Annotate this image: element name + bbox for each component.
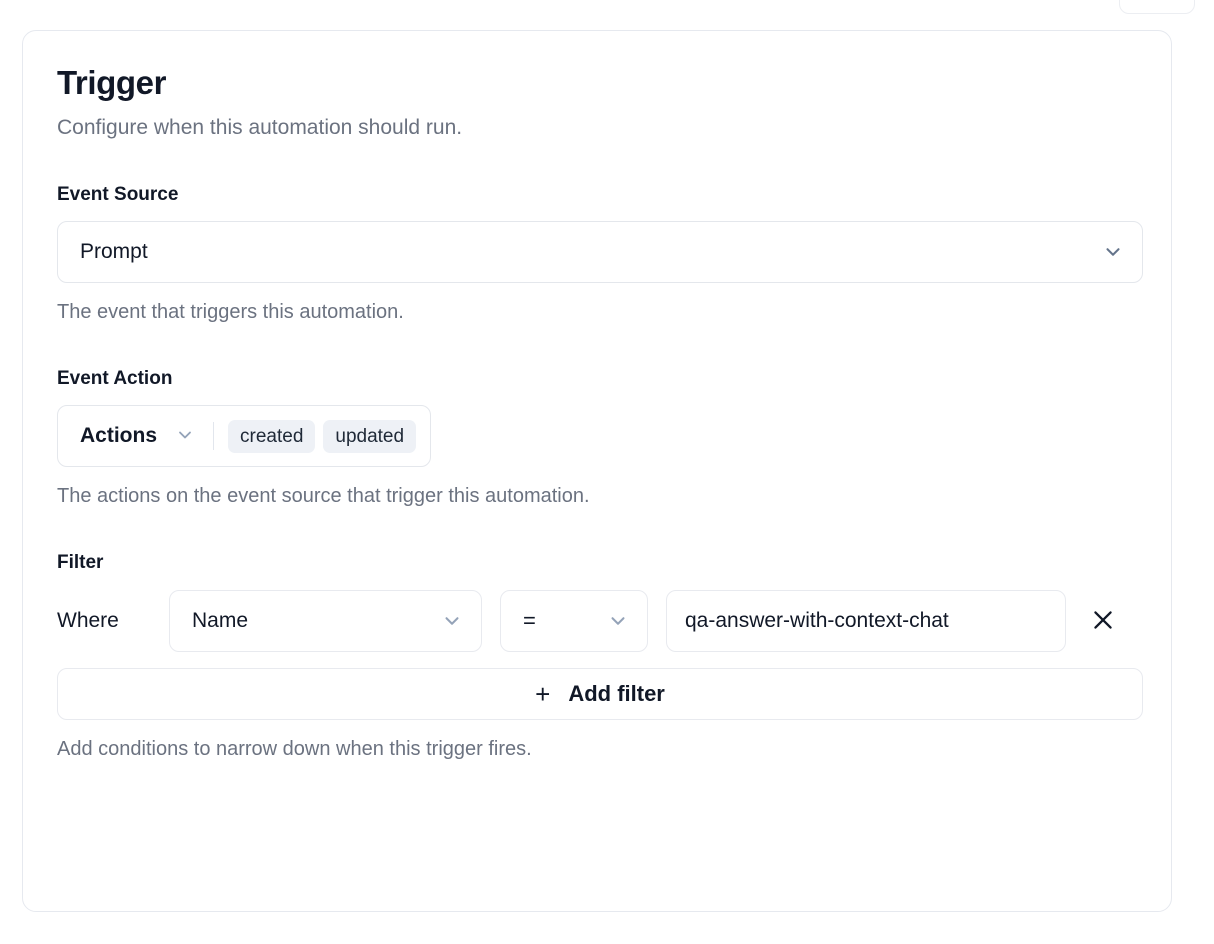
filter-help: Add conditions to narrow down when this … (57, 738, 532, 761)
filter-row: Where Name = qa-answer-with-context-chat (57, 590, 1137, 653)
add-filter-label: Add filter (568, 681, 665, 707)
event-action-section: Event Action Actions created updated The… (57, 368, 1137, 508)
event-source-label: Event Source (57, 184, 179, 206)
remove-filter-button[interactable] (1084, 602, 1122, 640)
event-action-label: Event Action (57, 368, 173, 390)
event-action-combo: Actions created updated (57, 405, 432, 468)
filter-field-select[interactable]: Name (169, 590, 482, 653)
event-action-chip[interactable]: created (228, 419, 316, 453)
chevron-down-icon (1102, 241, 1124, 263)
event-source-value: Prompt (80, 240, 148, 264)
close-icon (1090, 607, 1116, 636)
event-source-help: The event that triggers this automation. (57, 301, 404, 324)
chevron-down-icon (607, 610, 629, 632)
chevron-down-icon (441, 610, 463, 632)
chevron-down-icon (175, 425, 197, 447)
plus-icon: + (535, 679, 551, 710)
add-filter-button[interactable]: + Add filter (57, 668, 1143, 721)
event-action-chip-list: created updated (228, 419, 417, 453)
event-action-dropdown-trigger[interactable]: Actions (80, 424, 213, 448)
filter-section: Filter Where Name = qa-answer-with-conte… (57, 552, 1143, 761)
filter-operator-select[interactable]: = (500, 590, 648, 653)
event-action-help: The actions on the event source that tri… (57, 485, 590, 508)
partial-offscreen-element (1119, 0, 1195, 14)
event-action-chip[interactable]: updated (323, 419, 417, 453)
trigger-card: Trigger Configure when this automation s… (22, 30, 1172, 912)
filter-value-text: qa-answer-with-context-chat (685, 609, 949, 633)
event-action-trigger-label: Actions (80, 424, 158, 448)
event-source-select[interactable]: Prompt (57, 221, 1143, 284)
where-label: Where (57, 609, 119, 633)
combo-divider (213, 422, 215, 451)
page-subtitle: Configure when this automation should ru… (57, 116, 463, 140)
page-title: Trigger (57, 64, 167, 101)
filter-operator-value: = (523, 608, 536, 634)
filter-field-value: Name (192, 609, 249, 633)
filter-value-input[interactable]: qa-answer-with-context-chat (666, 590, 1066, 653)
filter-label: Filter (57, 552, 104, 574)
event-source-section: Event Source Prompt The event that trigg… (57, 184, 1143, 324)
